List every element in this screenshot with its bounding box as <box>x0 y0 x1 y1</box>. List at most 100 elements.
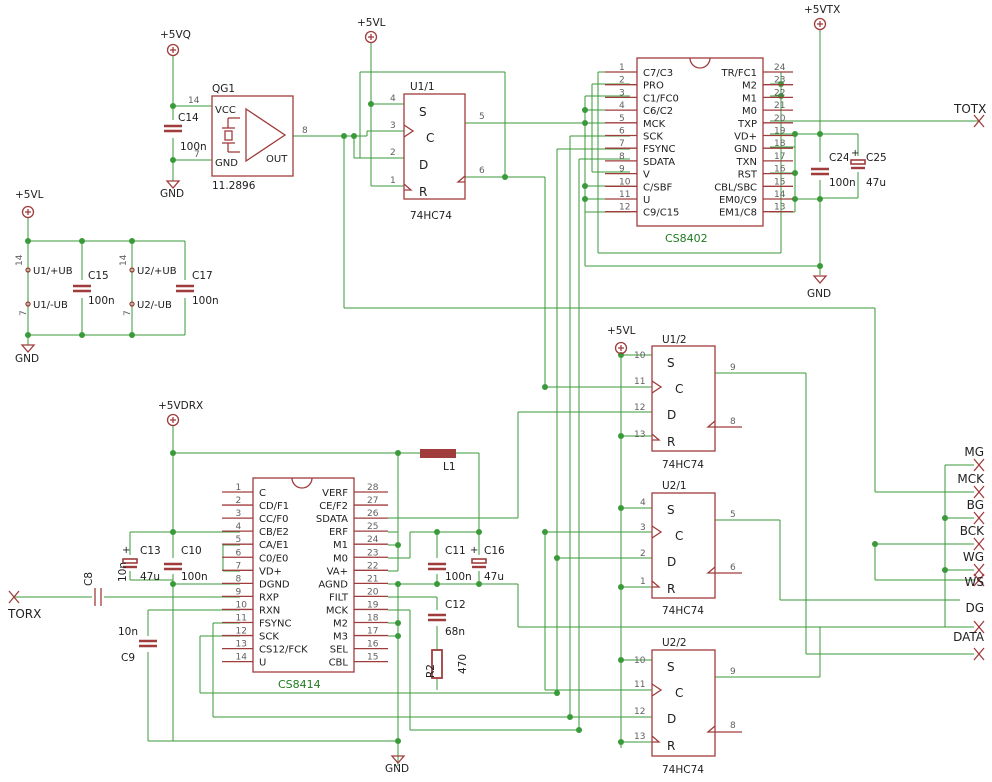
ic-pin-number: 14 <box>774 190 786 200</box>
svg-text:U1/+UB: U1/+UB <box>33 266 73 277</box>
connector-label: DATA <box>953 630 985 644</box>
ic-pin-number: 13 <box>236 640 247 650</box>
ic-pin-label: VD+ <box>734 132 757 143</box>
svg-text:U1/-UB: U1/-UB <box>33 300 68 311</box>
connector-x <box>973 485 985 499</box>
ic-pin-label: FILT <box>329 592 349 603</box>
svg-text:R2: R2 <box>425 664 437 678</box>
ic-pin-number: 18 <box>367 614 379 624</box>
ic-pin-number: 22 <box>367 561 378 571</box>
ic-pin-number: 11 <box>619 190 630 200</box>
ic-pin-label: EM0/C9 <box>719 195 757 206</box>
flipflop-u2-2: U2/2 S C D R 10 11 12 13 9 8 74HC74 <box>634 637 742 776</box>
capacitor-c12: C12 68n <box>426 599 466 638</box>
connector-label: BCK <box>960 524 985 538</box>
ic-pin-label: TXP <box>737 119 757 130</box>
connector-x <box>973 573 985 587</box>
ic-pin-label: RXN <box>259 605 280 616</box>
ic-pin-number: 7 <box>236 561 242 571</box>
svg-text:C24: C24 <box>829 152 850 164</box>
svg-text:OUT: OUT <box>266 154 288 165</box>
svg-text:470: 470 <box>457 654 469 674</box>
ic-pin-number: 17 <box>774 152 785 162</box>
svg-text:14: 14 <box>188 96 200 106</box>
ic-pin-label: CB/E2 <box>259 527 289 538</box>
capacitor-c17: C17 100n <box>174 270 219 307</box>
ic-pin-label: DGND <box>259 579 290 590</box>
ic-pin-label: CC/F0 <box>259 514 288 525</box>
ic-pin-label: EM1/C8 <box>719 208 757 219</box>
capacitor-c8: C8 10n <box>83 562 129 606</box>
svg-text:C8: C8 <box>83 572 95 586</box>
svg-text:GND: GND <box>385 763 409 775</box>
ic-pin-number: 13 <box>774 203 785 213</box>
flipflop-u1-2: U1/2 S C D R 10 11 12 13 9 8 74HC74 <box>634 334 742 471</box>
ic-pin-number: 12 <box>236 627 247 637</box>
svg-text:68n: 68n <box>445 626 465 638</box>
svg-text:L1: L1 <box>443 461 456 473</box>
wire-network <box>15 30 980 766</box>
capacitor-c13: + C13 47u <box>120 545 161 583</box>
svg-text:TORX: TORX <box>7 607 41 621</box>
svg-text:74HC74: 74HC74 <box>662 605 704 617</box>
ic-pin-number: 1 <box>619 63 625 73</box>
ic-pin-label: C1/FC0 <box>643 93 679 104</box>
svg-text:10n: 10n <box>118 626 138 638</box>
ic-pin-number: 15 <box>774 177 785 187</box>
ic-pin-number: 10 <box>236 600 248 610</box>
svg-text:C13: C13 <box>140 545 161 557</box>
svg-text:9: 9 <box>730 667 736 677</box>
capacitor-c10: C10 100n <box>162 545 208 583</box>
ic-pin-number: 5 <box>619 114 625 124</box>
ic-pin-number: 12 <box>619 203 630 213</box>
ic-pin-label: M2 <box>742 81 757 92</box>
connector-x <box>973 458 985 472</box>
ic-pin-label: CE/F2 <box>319 501 348 512</box>
inductor-l1: L1 <box>420 449 456 473</box>
svg-text:14: 14 <box>15 254 25 266</box>
svg-text:C15: C15 <box>88 270 109 282</box>
svg-text:S: S <box>667 503 675 517</box>
svg-text:VCC: VCC <box>215 105 236 116</box>
ic-pin-number: 21 <box>367 574 378 584</box>
ic-pin-number: 2 <box>619 76 625 86</box>
svg-text:8: 8 <box>302 126 308 136</box>
ic-pin-label: V <box>643 170 650 181</box>
ground-left: GND <box>15 344 39 365</box>
svg-text:11: 11 <box>634 680 645 690</box>
svg-text:C14: C14 <box>178 112 199 124</box>
svg-text:CS8414: CS8414 <box>278 678 321 691</box>
ic-pin-label: CA/E1 <box>259 540 289 551</box>
ic-pin-label: AGND <box>318 579 348 590</box>
svg-text:R: R <box>419 185 427 199</box>
ic-pin-number: 22 <box>774 88 785 98</box>
ic-pin-label: MCK <box>326 605 349 616</box>
svg-text:74HC74: 74HC74 <box>662 459 704 471</box>
svg-text:2: 2 <box>640 549 646 559</box>
svg-text:S: S <box>667 356 675 370</box>
svg-text:1: 1 <box>390 176 396 186</box>
svg-text:U2/+UB: U2/+UB <box>137 266 177 277</box>
svg-text:12: 12 <box>634 403 645 413</box>
ic-pin-label: M0 <box>742 106 757 117</box>
connector-x <box>973 511 985 525</box>
svg-text:4: 4 <box>390 94 396 104</box>
ic-pin-label: C9/C15 <box>643 208 679 219</box>
svg-text:D: D <box>667 555 676 569</box>
ic-pin-label: M3 <box>333 632 348 643</box>
svg-text:C9: C9 <box>121 652 135 664</box>
ic-pin-number: 2 <box>236 496 242 506</box>
svg-text:6: 6 <box>479 166 485 176</box>
ic-pin-number: 4 <box>236 522 242 532</box>
svg-text:GND: GND <box>15 353 39 365</box>
svg-text:S: S <box>419 105 427 119</box>
svg-text:+5VL: +5VL <box>15 189 44 201</box>
ic-pin-number: 20 <box>774 114 786 124</box>
ic-pin-label: SEL <box>330 645 349 656</box>
ic-pin-label: ERF <box>329 527 348 538</box>
ic-pin-number: 8 <box>236 574 242 584</box>
svg-text:8: 8 <box>730 417 736 427</box>
svg-text:14: 14 <box>119 254 129 266</box>
svg-text:R: R <box>667 582 675 596</box>
